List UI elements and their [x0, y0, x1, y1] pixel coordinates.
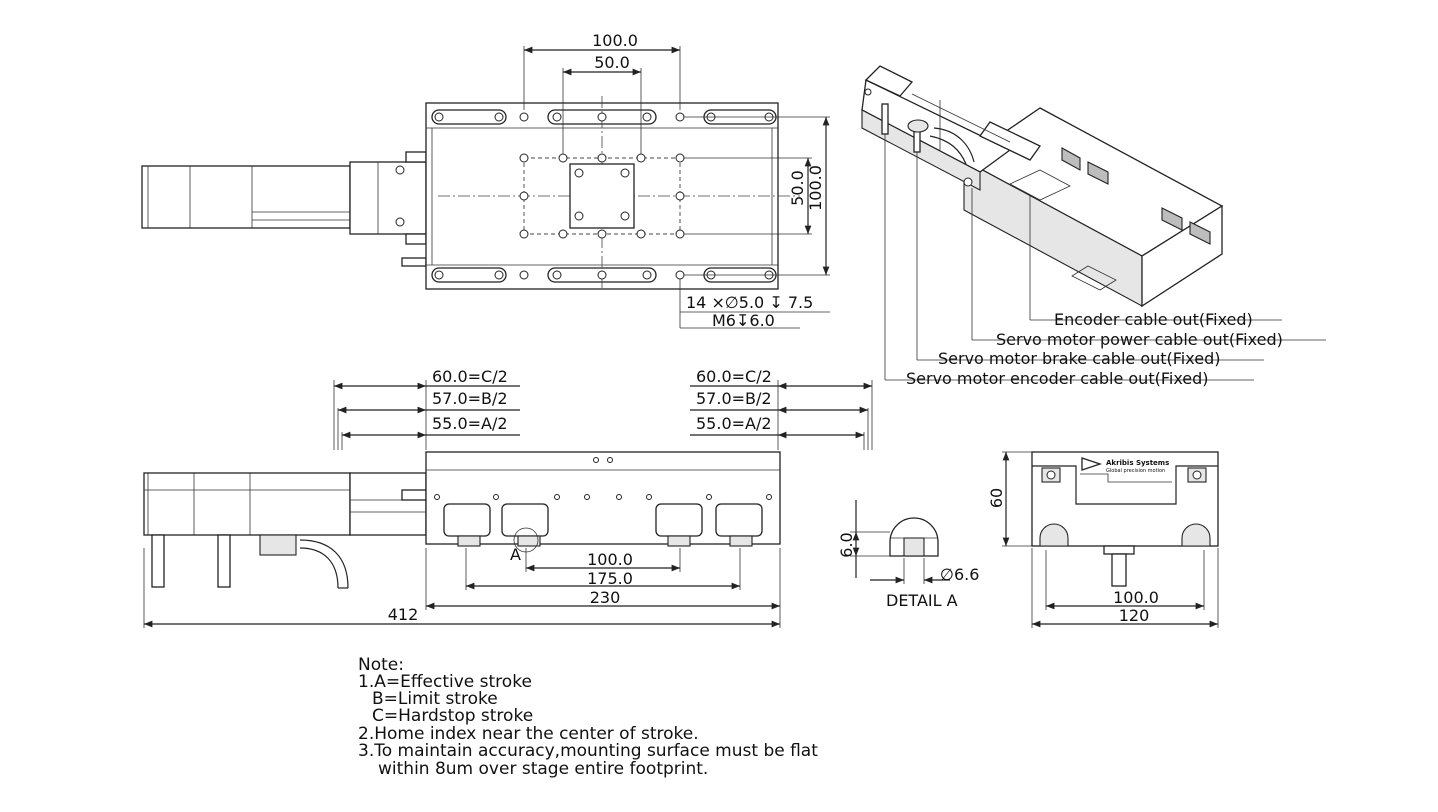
- top-coupler: [349, 161, 427, 235]
- callout-encoder-cable: Encoder cable out(Fixed): [1054, 310, 1253, 329]
- end-width-100: 100.0: [1113, 588, 1159, 607]
- detail-a-marker: A: [510, 545, 521, 564]
- isometric-view: Encoder cable out(Fixed) Servo motor pow…: [861, 65, 1326, 388]
- note-line-3: C=Hardstop stroke: [372, 706, 533, 726]
- stroke-right-c: 60.0=C/2: [696, 367, 772, 386]
- top-motor-body: [141, 165, 351, 229]
- detail-depth: 6.0: [837, 532, 856, 557]
- note-line-6: within 8um over stage entire footprint.: [378, 759, 708, 779]
- detail-diameter: ∅6.6: [940, 565, 979, 584]
- end-view-logo: Akribis Systems: [1106, 459, 1169, 467]
- callout-motor-encoder-cable: Servo motor encoder cable out(Fixed): [906, 369, 1209, 388]
- note-line-2: B=Limit stroke: [372, 689, 498, 709]
- callout-power-cable: Servo motor power cable out(Fixed): [996, 330, 1283, 349]
- end-view-logo-sub: Global precision motion: [1106, 468, 1165, 474]
- hole-callout-thread: M6↧6.0: [712, 311, 775, 330]
- dim-right-50: 50.0: [788, 170, 807, 206]
- detail-a: 6.0 ∅6.6 DETAIL A: [837, 500, 979, 610]
- end-width-120: 120: [1119, 606, 1150, 625]
- end-view: Akribis Systems Global precision motion …: [987, 451, 1219, 628]
- dim-top-50: 50.0: [594, 53, 630, 72]
- note-line-4: 2.Home index near the center of stroke.: [358, 724, 699, 744]
- dim-bottom-230: 230: [590, 588, 621, 607]
- notes-title: Note:: [358, 655, 404, 675]
- side-motor-body: [143, 472, 351, 536]
- mounting-holes: [519, 112, 685, 280]
- dim-top-100: 100.0: [592, 31, 638, 50]
- stroke-left-b: 57.0=B/2: [432, 389, 508, 408]
- hole-callout-drill: 14 ×∅5.0 ↧ 7.5: [686, 293, 813, 312]
- notes-block: Note: 1.A=Effective stroke B=Limit strok…: [358, 655, 818, 779]
- note-line-5: 3.To maintain accuracy,mounting surface …: [358, 741, 818, 761]
- top-view: 100.0 50.0 50.0 100.0 14 ×∅5.0 ↧ 7.5 M6↧…: [141, 31, 830, 330]
- side-view: A 60.0=C/2 57.0=B/2 55.0=A/2 60.0=C/2 57…: [143, 367, 873, 628]
- dim-bottom-100: 100.0: [587, 550, 633, 569]
- end-height-60: 60: [987, 488, 1006, 508]
- stroke-right-a: 55.0=A/2: [696, 414, 772, 433]
- dim-right-100: 100.0: [806, 165, 825, 211]
- stroke-left-c: 60.0=C/2: [432, 367, 508, 386]
- note-line-1: 1.A=Effective stroke: [358, 672, 532, 692]
- dim-bottom-412: 412: [388, 605, 419, 624]
- detail-a-title: DETAIL A: [886, 591, 958, 610]
- stroke-right-b: 57.0=B/2: [696, 389, 772, 408]
- dim-bottom-175: 175.0: [587, 569, 633, 588]
- callout-brake-cable: Servo motor brake cable out(Fixed): [938, 349, 1220, 368]
- stroke-left-a: 55.0=A/2: [432, 414, 508, 433]
